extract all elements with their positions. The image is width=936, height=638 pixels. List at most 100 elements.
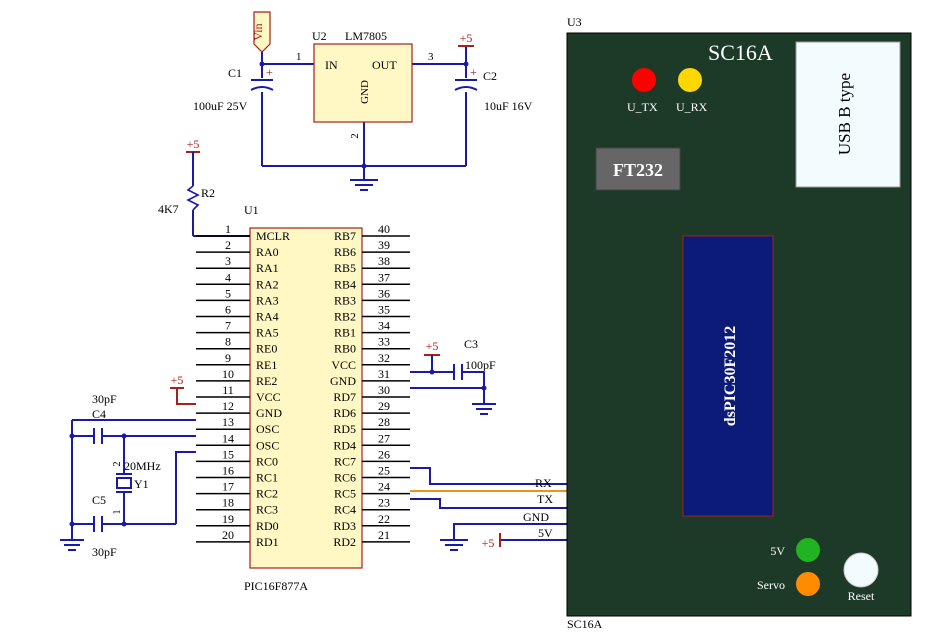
mcu-pin-name: RE2 [256, 374, 277, 388]
mcu-pin-number: 20 [222, 528, 234, 542]
regulator-designator: U2 [312, 29, 327, 43]
serial-wires: +5 RX TX GND 5V [410, 467, 567, 551]
c4-name: C4 [92, 407, 106, 421]
c5-value: 30pF [92, 545, 117, 559]
mcu-pin-number: 12 [222, 399, 234, 413]
board-designator: U3 [567, 15, 582, 29]
mcu-pin-name: RA1 [256, 261, 279, 275]
led-servo [796, 572, 820, 596]
svg-text:+5: +5 [482, 536, 495, 550]
svg-text:+5: +5 [187, 137, 200, 151]
led-tx-label: U_TX [627, 100, 658, 114]
mcu-pin-name: RD7 [333, 390, 356, 404]
crystal-name: Y1 [134, 477, 149, 491]
mcu-pin-name: GND [330, 374, 356, 388]
vcc-pin11-section: +5 [170, 373, 196, 405]
mcu-pin-number: 35 [378, 303, 390, 317]
ground-symbol [60, 539, 84, 551]
c2-value: 10uF 16V [484, 99, 533, 113]
mcu-pin-number: 29 [378, 399, 390, 413]
mcu-pin-number: 23 [378, 496, 390, 510]
regulator-in-label: IN [325, 58, 338, 72]
ftdi-chip [595, 147, 681, 191]
mcu-pin-name: RB7 [334, 229, 356, 243]
mcu-pin-number: 1 [225, 222, 231, 236]
crystal-pin1: 1 [112, 510, 123, 515]
junction [69, 521, 75, 527]
mcu-pin-number: 39 [378, 238, 390, 252]
mcu-pin-name: RC1 [256, 471, 278, 485]
led-servo-label: Servo [757, 578, 785, 592]
capacitor-c1 [250, 79, 274, 91]
mcu-pin-name: OSC [256, 438, 279, 452]
mcu-pin-name: RD5 [333, 422, 356, 436]
mcu-pin-name: RB5 [334, 261, 356, 275]
capacitor-c5 [93, 516, 103, 532]
mcu-pin-number: 18 [222, 496, 234, 510]
ground-symbol [440, 539, 468, 551]
usb-connector [795, 41, 901, 188]
regulator-part: LM7805 [345, 29, 387, 43]
mcu-pin-number: 24 [378, 480, 390, 494]
capacitor-c2 [454, 79, 478, 91]
mcu-pin-number: 26 [378, 447, 390, 461]
board-title: SC16A [708, 40, 773, 65]
c3-value: 100pF [465, 358, 496, 372]
c4-value: 30pF [92, 392, 117, 406]
mcu-pin-number: 33 [378, 335, 390, 349]
mcu-pin-number: 15 [222, 447, 234, 461]
c2-name: C2 [483, 69, 497, 83]
mcu-pin-name: RE0 [256, 342, 277, 356]
c1-value: 100uF 25V [193, 99, 248, 113]
junction [481, 385, 487, 391]
mcu-pin-name: RC0 [256, 454, 278, 468]
mcu-pin-name: OSC [256, 422, 279, 436]
junction [361, 163, 367, 169]
regulator-gnd-label: GND [359, 80, 371, 104]
usb-label: USB B type [835, 73, 854, 155]
mcu-pin-name: RD4 [333, 438, 356, 452]
c3-name: C3 [464, 337, 478, 351]
mcu-pin-name: RC7 [334, 454, 356, 468]
c5-name: C5 [92, 493, 106, 507]
mcu-pin-number: 11 [222, 383, 234, 397]
mcu-pin-number: 22 [378, 512, 390, 526]
conn-gnd-label: GND [523, 510, 549, 524]
regulator-pin-gnd: 2 [349, 133, 361, 139]
mcu-pin-number: 7 [225, 319, 231, 333]
mcu-pin-number: 3 [225, 254, 231, 268]
mcu-part: PIC16F877A [244, 579, 308, 593]
regulator-u2 [313, 43, 413, 123]
junction [429, 369, 435, 375]
ftdi-label: FT232 [613, 160, 663, 180]
mcu-pin-number: 34 [378, 319, 390, 333]
svg-text:+5: +5 [460, 31, 473, 45]
vin-port: Vin [251, 11, 271, 53]
c2-polarity: + [470, 65, 477, 79]
reset-button[interactable] [843, 552, 879, 588]
conn-5v-label: 5V [538, 526, 553, 540]
mcu-pin-name: VCC [331, 358, 356, 372]
mcu-pin-number: 5 [225, 286, 231, 300]
mcu-pin-number: 6 [225, 303, 231, 317]
mcu-pin-number: 9 [225, 351, 231, 365]
junction [69, 433, 75, 439]
mcu-pin-number: 38 [378, 254, 390, 268]
c1-name: C1 [228, 66, 242, 80]
conn-tx-label: TX [537, 492, 553, 506]
mcu-pin-name: RD1 [256, 535, 279, 549]
junction [121, 433, 127, 439]
mcu-pin-name: RB1 [334, 326, 356, 340]
vin-label: Vin [251, 23, 265, 40]
mcu-pin-number: 16 [222, 464, 234, 478]
svg-text:+5: +5 [171, 373, 184, 387]
mcu-pin-name: RA4 [256, 310, 279, 324]
mcu-pin-number: 13 [222, 415, 234, 429]
led-rx [678, 68, 702, 92]
mcu-pin-name: MCLR [256, 229, 290, 243]
c1-polarity: + [266, 65, 273, 79]
conn-rx-label: RX [535, 476, 552, 490]
mcu-pin-name: RA5 [256, 326, 279, 340]
